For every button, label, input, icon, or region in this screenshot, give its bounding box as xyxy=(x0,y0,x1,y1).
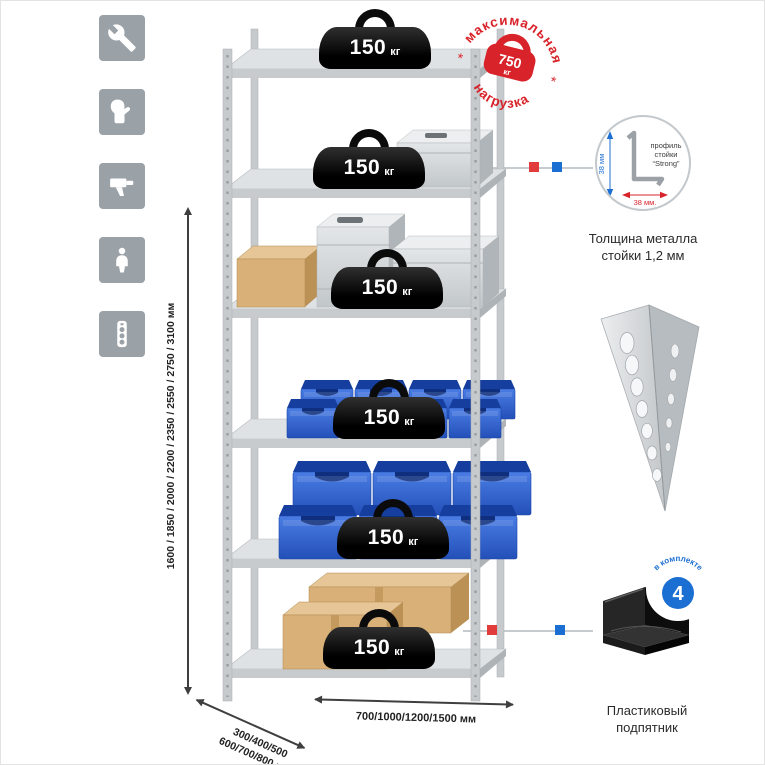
load-unit: кг xyxy=(384,165,395,178)
profile-label-3: “Strong” xyxy=(652,159,680,168)
foot-caption-line2: подпятник xyxy=(616,719,678,735)
kettlebell-handle xyxy=(359,609,399,637)
wrench-icon xyxy=(108,24,136,52)
person-icon xyxy=(116,247,128,273)
kettlebell-handle xyxy=(373,499,413,527)
profile-dim-vertical: 38 мм xyxy=(597,154,606,175)
load-value: 150 xyxy=(343,156,381,179)
load-unit: кг xyxy=(408,535,419,548)
kettlebell-handle xyxy=(349,129,389,157)
load-unit: кг xyxy=(402,285,413,298)
stamp-star: * xyxy=(455,50,465,67)
badge-value: 4 xyxy=(672,583,684,605)
foot-caption: Пластиковый подпятник xyxy=(581,703,713,737)
post-profile-callout: 38 мм 38 мм. профиль стойки “Strong” xyxy=(595,115,691,211)
load-value: 150 xyxy=(363,406,401,429)
profile-label-2: стойки xyxy=(655,150,678,159)
angle-profile-shape xyxy=(626,130,665,187)
profile-caption: Толщина металла стойки 1,2 мм xyxy=(567,231,719,265)
marker-red-top xyxy=(529,162,539,172)
profile-caption-line2: стойки 1,2 мм xyxy=(601,247,685,263)
cardboard-box-small xyxy=(236,245,322,308)
load-value: 150 xyxy=(361,276,399,299)
post-profile-drawing: 38 мм 38 мм. профиль стойки “Strong” xyxy=(597,130,682,207)
gloves-icon xyxy=(110,99,131,124)
feature-power-strip xyxy=(99,311,145,357)
load-unit: кг xyxy=(390,45,401,58)
load-unit: кг xyxy=(394,645,405,658)
marker-blue-top xyxy=(552,162,562,172)
load-value: 150 xyxy=(353,636,391,659)
kettlebell-handle xyxy=(369,379,409,407)
kettlebell-handle xyxy=(355,9,395,37)
profile-caption-line1: Толщина металла xyxy=(588,231,698,246)
angle-post-image xyxy=(600,304,700,512)
feature-drill xyxy=(99,163,145,209)
load-value: 150 xyxy=(367,526,405,549)
stamp-kettlebell-body xyxy=(483,43,536,82)
stamp-star: * xyxy=(549,73,559,90)
feature-gloves xyxy=(99,89,145,135)
profile-dim-horizontal: 38 мм. xyxy=(634,198,657,207)
load-value: 150 xyxy=(349,36,387,59)
feature-person xyxy=(99,237,145,283)
marker-blue-bottom xyxy=(555,625,565,635)
rack-post-front-left xyxy=(222,48,233,702)
feature-wrench xyxy=(99,15,145,61)
foot-caption-line1: Пластиковый xyxy=(606,703,688,718)
stamp-unit: кг xyxy=(503,67,513,78)
kettlebell-handle xyxy=(367,249,407,277)
rack-post-front-right xyxy=(470,48,481,702)
load-unit: кг xyxy=(404,415,415,428)
rack-post-back-left xyxy=(250,28,259,678)
marker-red-bottom xyxy=(487,625,497,635)
rack-post-back-right xyxy=(496,28,505,678)
included-count-badge: в комплекте 4 xyxy=(646,554,710,621)
stamp-value: 750 xyxy=(497,51,524,72)
stamp-text-bottom: нагрузка xyxy=(467,78,534,117)
connector-line-bottom xyxy=(463,630,593,632)
stamp-kettlebell-handle xyxy=(494,33,531,57)
height-dimension-line xyxy=(184,207,192,695)
profile-label-1: профиль xyxy=(650,141,681,150)
power-strip-icon xyxy=(117,320,127,348)
drill-icon xyxy=(110,178,134,196)
